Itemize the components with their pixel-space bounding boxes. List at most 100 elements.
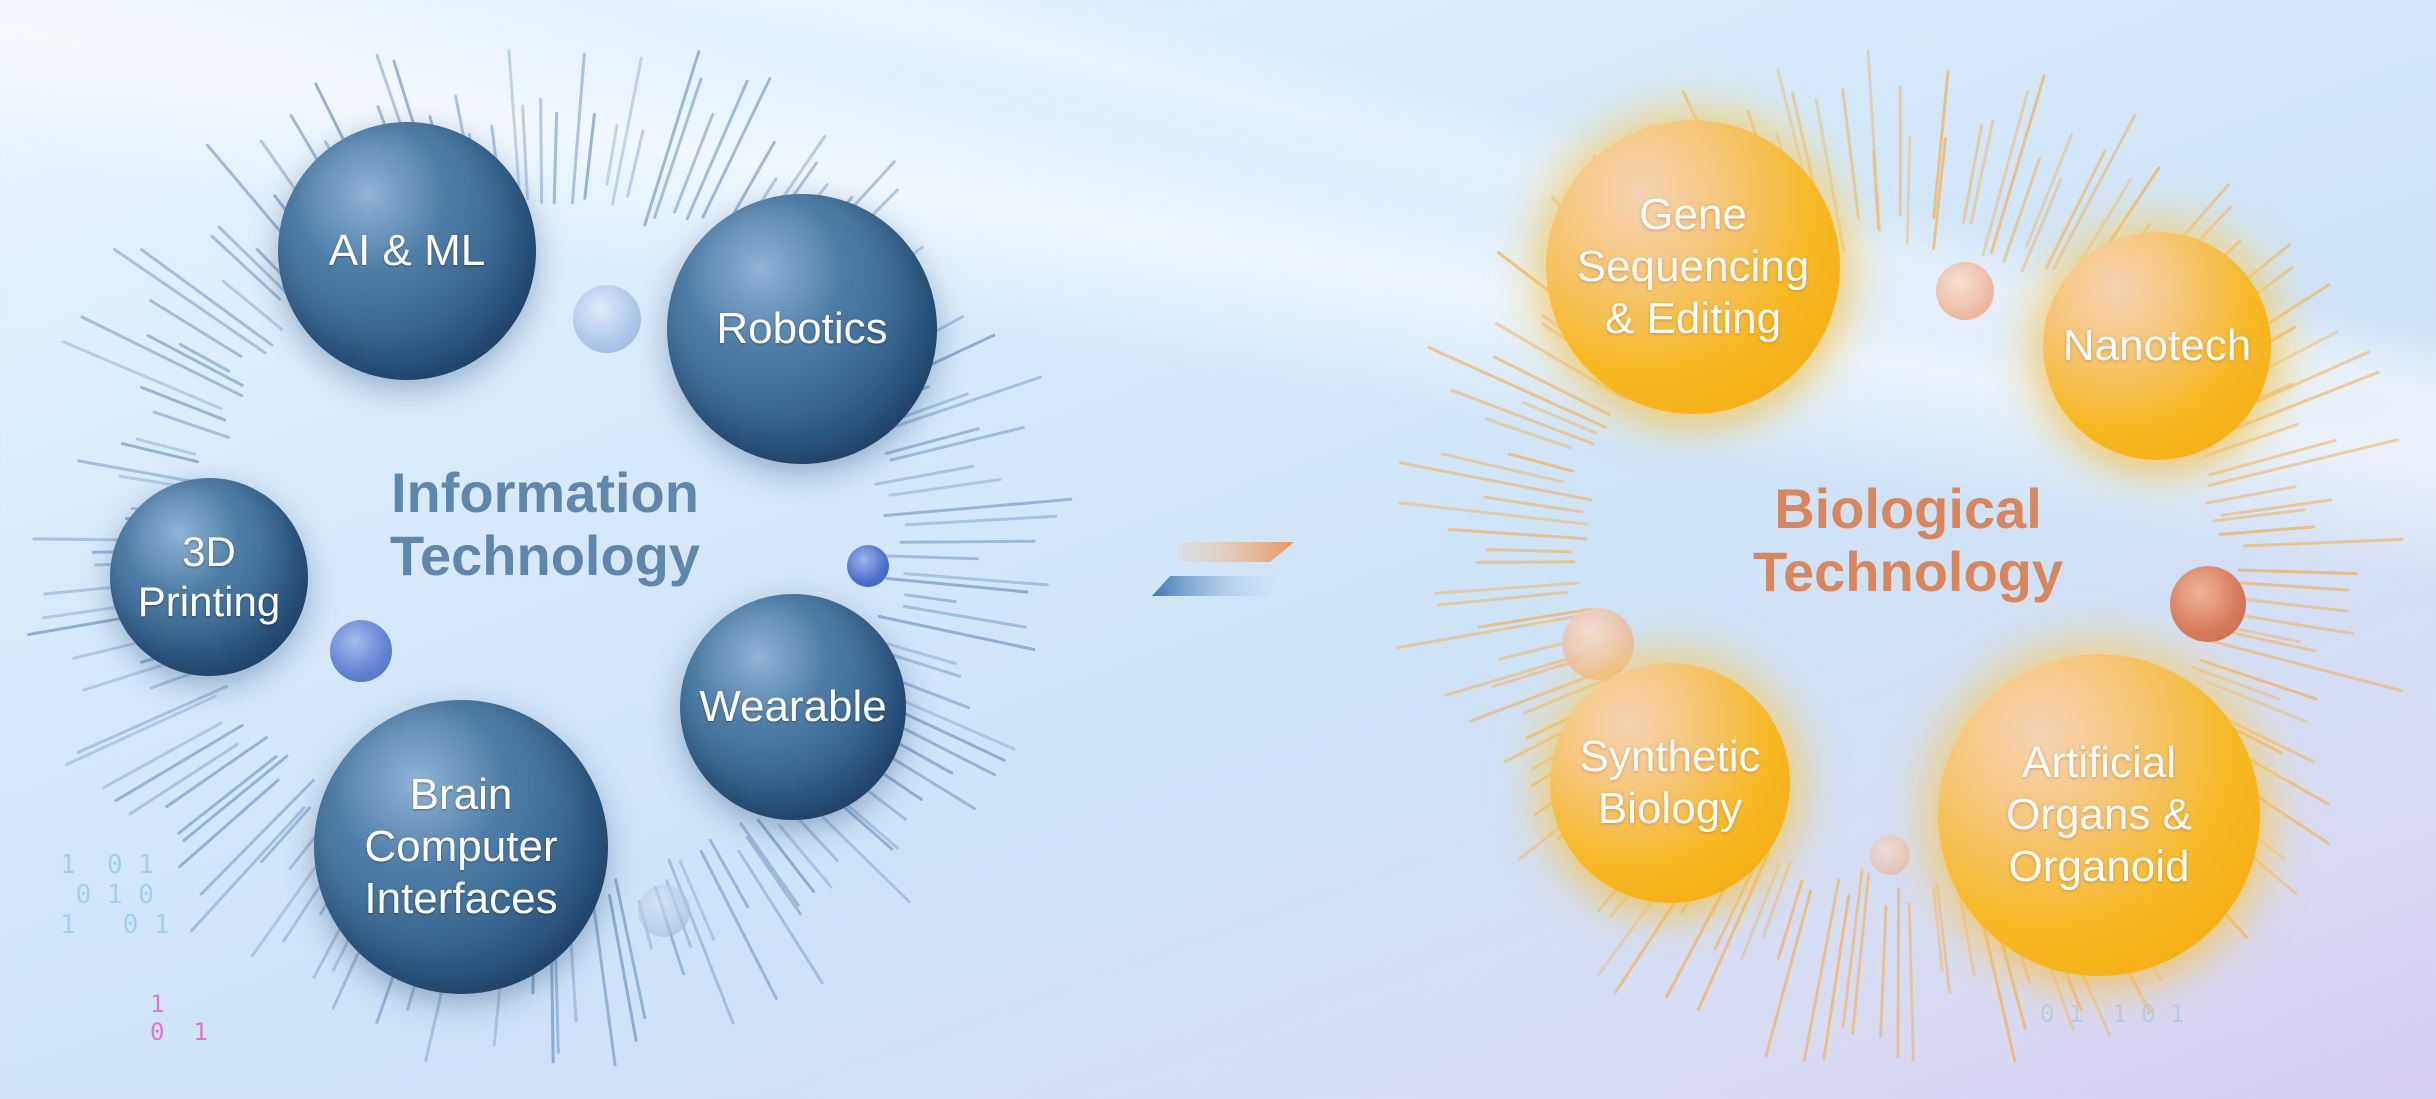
burst-ray bbox=[1444, 653, 1585, 697]
burst-ray bbox=[1907, 902, 1915, 1062]
burst-ray bbox=[614, 878, 647, 1019]
burst-ray bbox=[878, 615, 1036, 651]
burst-ray bbox=[140, 248, 274, 347]
burst-ray bbox=[678, 859, 716, 941]
burst-ray bbox=[643, 50, 701, 227]
burst-ray bbox=[210, 234, 282, 301]
burst-ray bbox=[1398, 501, 1589, 526]
burst-ray bbox=[76, 684, 229, 754]
burst-ray bbox=[1962, 124, 1984, 224]
burst-ray bbox=[114, 724, 244, 803]
floating-dot bbox=[638, 885, 690, 937]
burst-ray bbox=[1871, 150, 1880, 230]
burst-ray bbox=[112, 247, 267, 355]
burst-ray bbox=[2220, 498, 2333, 517]
nanotech-node[interactable]: Nanotech bbox=[2043, 232, 2271, 460]
burst-ray bbox=[637, 900, 653, 950]
burst-ray bbox=[2199, 658, 2318, 701]
burst-ray bbox=[2243, 537, 2404, 548]
wearable-label: Wearable bbox=[699, 682, 887, 732]
burst-ray bbox=[608, 894, 638, 1042]
burst-ray bbox=[699, 849, 778, 1000]
burst-ray bbox=[778, 824, 833, 889]
burst-ray bbox=[889, 426, 1025, 462]
burst-ray bbox=[1822, 894, 1851, 1060]
brain-computer-interfaces-label: Brain Computer Interfaces bbox=[364, 770, 558, 923]
burst-ray bbox=[179, 343, 231, 373]
burst-ray bbox=[884, 427, 980, 455]
wearable-node[interactable]: Wearable bbox=[680, 594, 906, 820]
burst-ray bbox=[1935, 882, 1952, 994]
burst-ray bbox=[653, 77, 703, 219]
burst-ray bbox=[2210, 594, 2349, 613]
burst-ray bbox=[1450, 388, 1595, 446]
burst-ray bbox=[737, 849, 824, 985]
information-technology-title: Information Technology bbox=[389, 461, 701, 587]
burst-ray bbox=[77, 459, 192, 483]
burst-ray bbox=[756, 818, 816, 894]
burst-ray bbox=[552, 111, 559, 204]
burst-ray bbox=[1932, 70, 1950, 219]
burst-ray bbox=[899, 539, 1036, 544]
burst-ray bbox=[2227, 625, 2302, 644]
synthetic-biology-label: Synthetic Biology bbox=[1579, 732, 1761, 833]
burst-ray bbox=[146, 334, 244, 387]
burst-ray bbox=[1434, 581, 1580, 595]
burst-ray bbox=[673, 112, 715, 214]
burst-ray bbox=[2204, 485, 2297, 505]
floating-dot bbox=[2170, 566, 2246, 642]
burst-ray bbox=[2212, 508, 2306, 523]
burst-ray bbox=[2025, 133, 2073, 247]
burst-ray bbox=[2020, 178, 2063, 273]
burst-ray bbox=[2237, 568, 2358, 576]
burst-ray bbox=[61, 340, 223, 411]
burst-ray bbox=[1396, 612, 1595, 650]
burst-ray bbox=[140, 386, 227, 422]
burst-ray bbox=[507, 49, 521, 191]
robotics-node[interactable]: Robotics bbox=[667, 194, 937, 464]
burst-ray bbox=[1491, 657, 1583, 688]
burst-ray bbox=[221, 279, 284, 331]
artificial-organs-node[interactable]: Artificial Organs & Organoid bbox=[1938, 654, 2260, 976]
burst-ray bbox=[1498, 633, 1598, 661]
burst-ray bbox=[874, 464, 975, 486]
burst-ray bbox=[1740, 862, 1781, 961]
burst-ray bbox=[878, 554, 979, 561]
gene-sequencing-label: Gene Sequencing & Editing bbox=[1576, 190, 1810, 343]
burst-ray bbox=[2223, 611, 2355, 635]
gene-sequencing-node[interactable]: Gene Sequencing & Editing bbox=[1546, 120, 1840, 414]
burst-ray bbox=[885, 576, 1029, 594]
burst-ray bbox=[135, 437, 197, 456]
burst-ray bbox=[80, 315, 244, 398]
burst-ray bbox=[1507, 452, 1574, 473]
ai-ml-node[interactable]: AI & ML bbox=[278, 122, 536, 380]
floating-dot bbox=[847, 545, 889, 587]
3d-printing-node[interactable]: 3D Printing bbox=[110, 478, 308, 676]
3d-printing-label: 3D Printing bbox=[137, 528, 281, 625]
burst-ray bbox=[1981, 89, 2030, 257]
burst-ray bbox=[190, 806, 306, 933]
biological-technology-title: Biological Technology bbox=[1752, 477, 2064, 603]
floating-dot bbox=[573, 285, 641, 353]
burst-ray bbox=[739, 822, 800, 907]
burst-ray bbox=[1484, 417, 1572, 450]
burst-ray bbox=[2219, 580, 2349, 592]
artificial-organs-label: Artificial Organs & Organoid bbox=[2006, 738, 2192, 891]
floating-dot bbox=[1562, 608, 1634, 680]
floating-dot bbox=[330, 620, 392, 682]
burst-ray bbox=[1441, 452, 1564, 484]
burst-ray bbox=[1399, 461, 1593, 502]
burst-ray bbox=[1896, 887, 1901, 1059]
burst-ray bbox=[654, 885, 685, 976]
burst-ray bbox=[626, 129, 645, 198]
burst-ray bbox=[1475, 560, 1576, 564]
nanotech-label: Nanotech bbox=[2062, 321, 2252, 371]
burst-ray bbox=[2208, 438, 2337, 477]
burst-ray bbox=[128, 742, 239, 816]
burst-ray bbox=[570, 52, 586, 205]
burst-ray bbox=[260, 806, 312, 864]
synthetic-biology-node[interactable]: Synthetic Biology bbox=[1550, 663, 1790, 903]
brain-computer-interfaces-node[interactable]: Brain Computer Interfaces bbox=[314, 700, 608, 994]
burst-ray bbox=[1802, 878, 1841, 1062]
